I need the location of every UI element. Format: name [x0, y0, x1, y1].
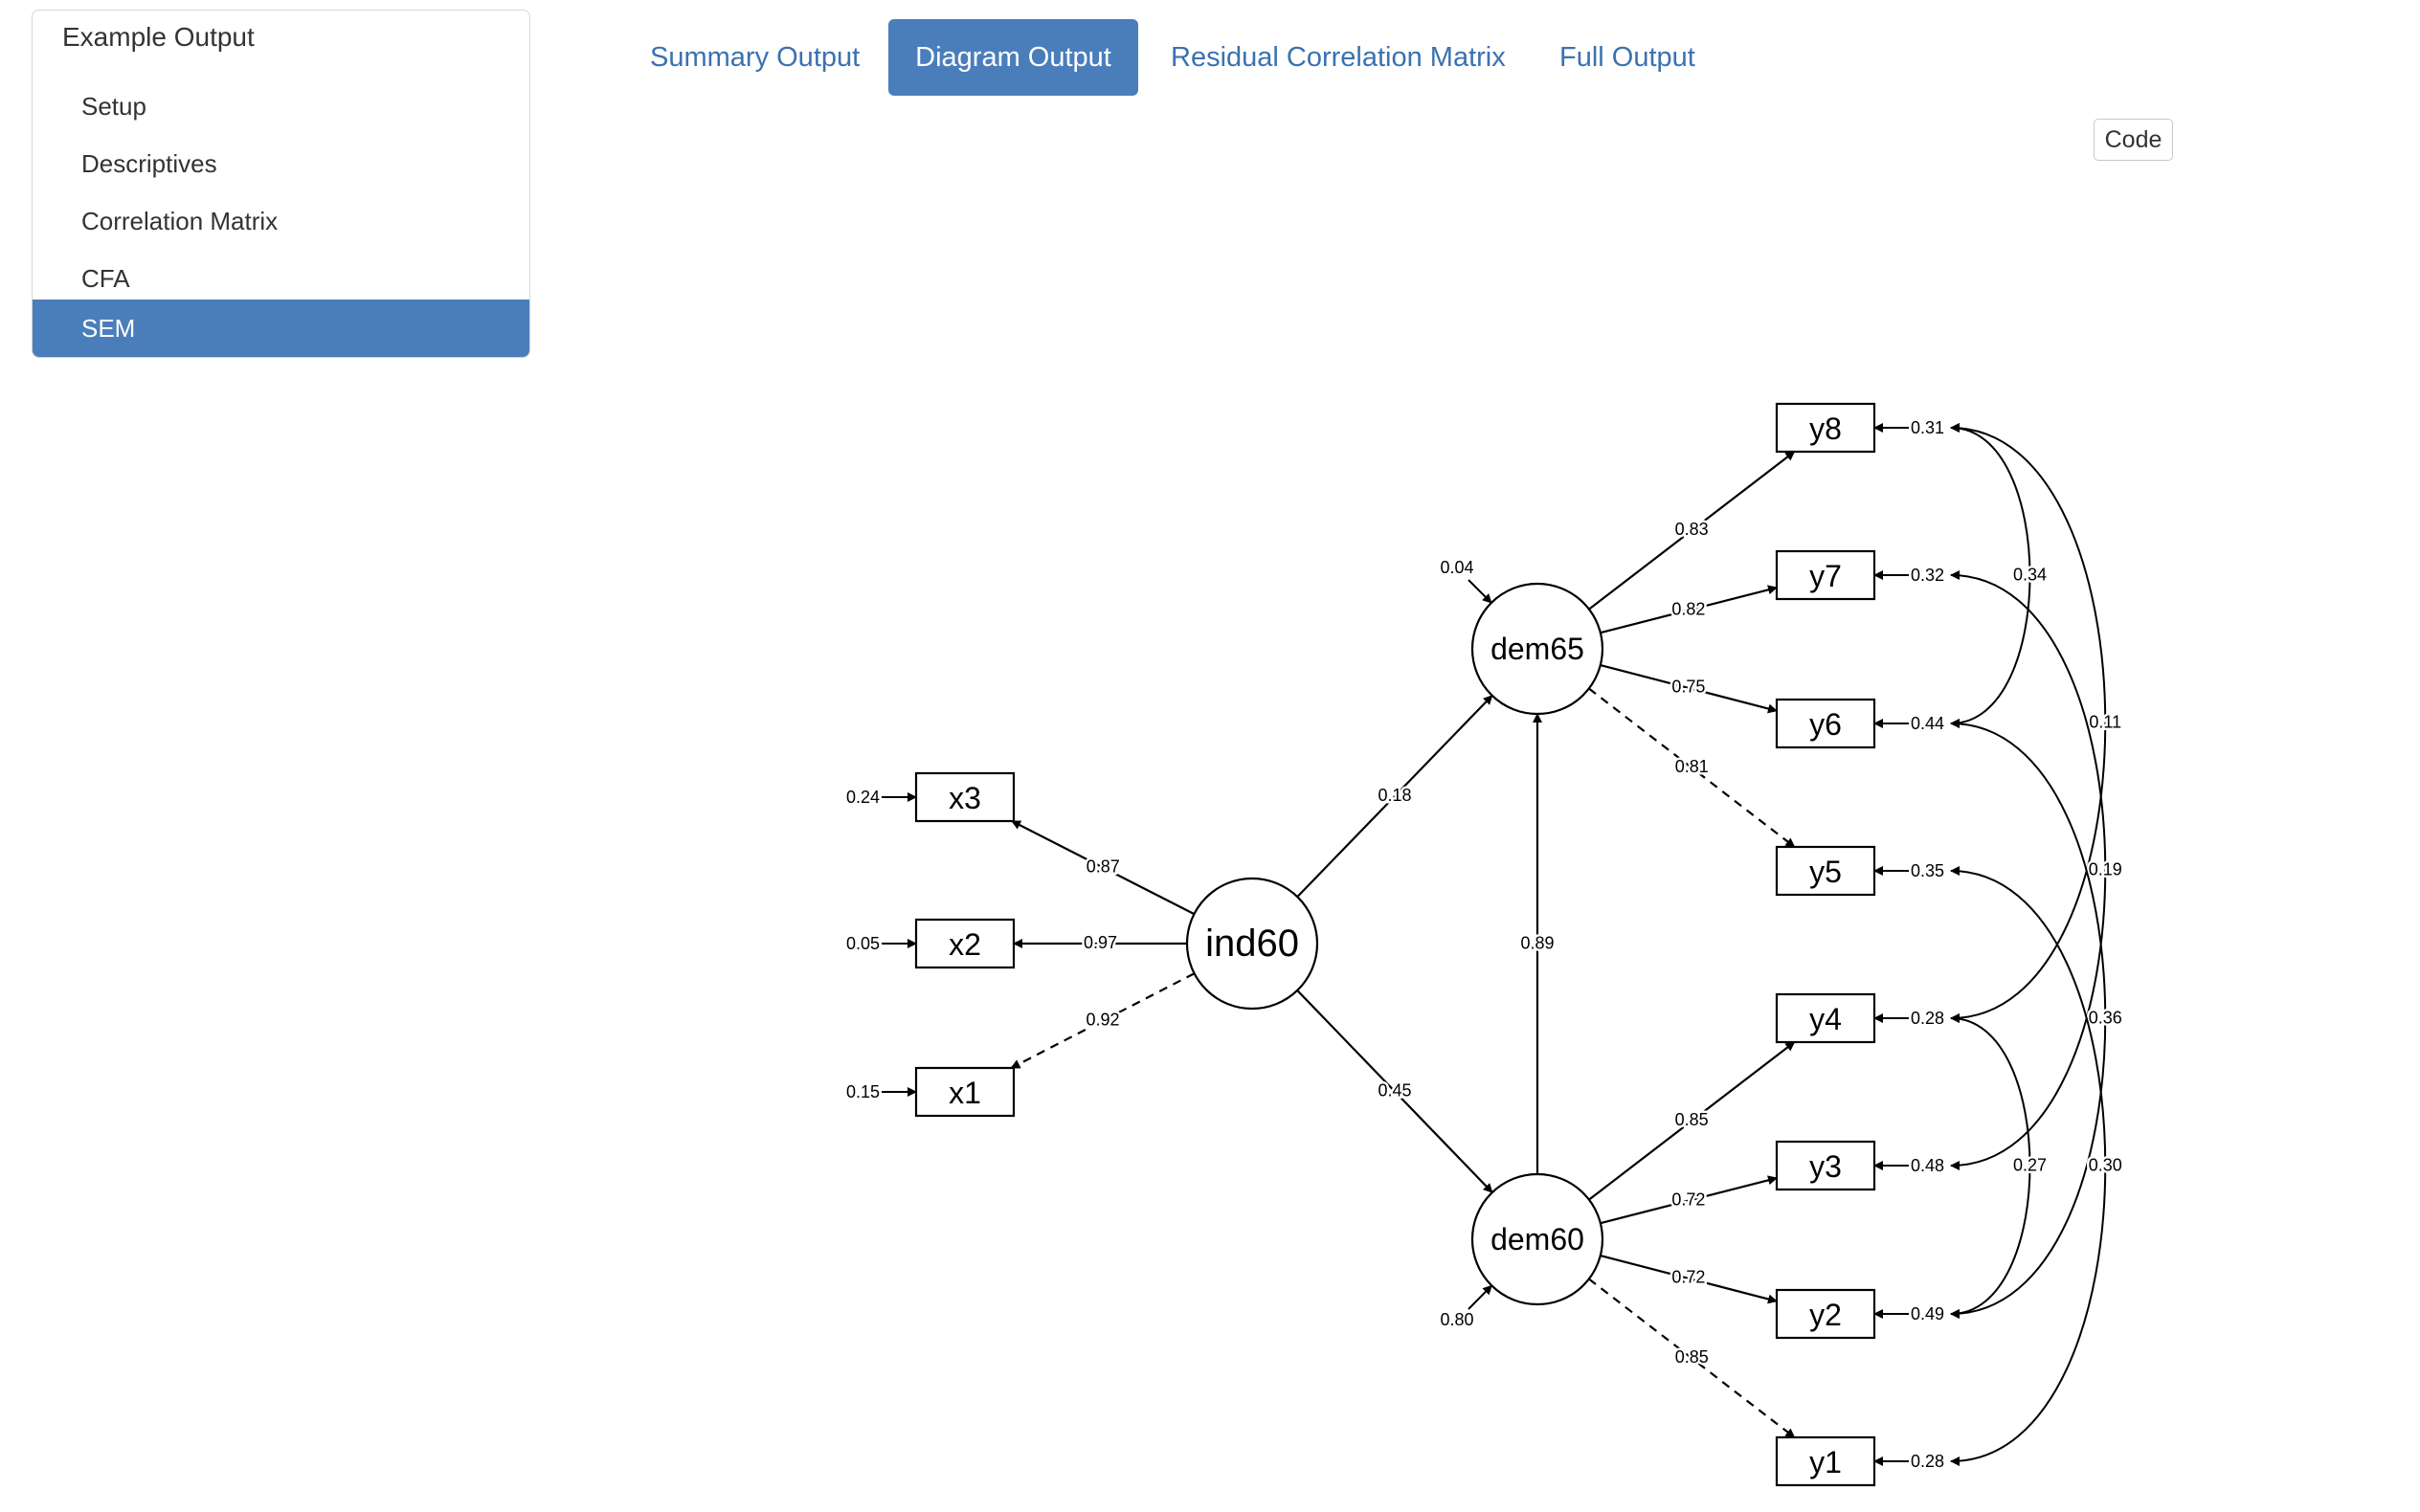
indicator-y3: [1775, 1140, 1876, 1191]
indicator-y8-label: y8: [1809, 411, 1842, 446]
regression-ind60-dem60-label: 0.45: [1378, 1080, 1411, 1100]
toc-item-sem[interactable]: SEM: [33, 300, 529, 357]
indicator-y2: [1775, 1288, 1876, 1340]
tab-summary-output[interactable]: Summary Output: [650, 42, 861, 73]
covariance-y4-y2: [1950, 1013, 2031, 1319]
disturbance-dem60-arrow: [1468, 1284, 1492, 1310]
loading-dem60-y3-label: 0.72: [1671, 1190, 1705, 1209]
residual-x3-label: 0.24: [846, 788, 880, 807]
residual-y7-label: 0.32: [1911, 566, 1944, 585]
covariance-y8-y6-label: 0.34: [2013, 565, 2047, 584]
loading-dem60-y4-label: 0.85: [1675, 1110, 1709, 1129]
indicator-x3-label: x3: [949, 781, 981, 815]
loading-dem65-y6-arrow: [1600, 663, 1778, 714]
residual-y1-label: 0.28: [1911, 1452, 1944, 1471]
loading-dem60-y1-arrow: [1588, 1278, 1796, 1438]
covariance-y8-y4-label: 0.11: [2089, 712, 2121, 731]
tab-diagram-output[interactable]: Diagram Output: [888, 19, 1138, 96]
loading-dem60-y4-arrow: [1588, 1041, 1796, 1201]
loading-dem65-y8-arrow: [1588, 451, 1796, 611]
loading-dem65-y7-label: 0.82: [1671, 599, 1705, 618]
disturbance-dem60-label: 0.80: [1440, 1310, 1473, 1329]
regression-ind60-dem65-arrow: [1296, 695, 1493, 898]
tab-full-output[interactable]: Full Output: [1559, 42, 1695, 73]
residual-x1-label: 0.15: [846, 1082, 880, 1101]
indicator-y7: [1775, 549, 1876, 601]
latent-dem60-label: dem60: [1490, 1222, 1584, 1256]
indicator-y2-label: y2: [1809, 1298, 1842, 1332]
toc-item-descriptives[interactable]: Descriptives: [81, 149, 217, 178]
covariance-y5-y1-label: 0.30: [2089, 1155, 2122, 1174]
loading-dem65-y8-label: 0.83: [1675, 520, 1709, 539]
covariance-y8-y6: [1950, 423, 2031, 728]
indicator-y3-label: y3: [1809, 1149, 1842, 1184]
indicator-y7-label: y7: [1809, 559, 1842, 593]
toc-title[interactable]: Example Output: [62, 22, 255, 52]
indicator-x1-label: x1: [949, 1076, 981, 1110]
latent-dem65-label: dem65: [1490, 632, 1584, 666]
covariance-y7-y3-label: 0.19: [2089, 859, 2122, 878]
loading-ind60-x1-label: 0.92: [1086, 1010, 1119, 1029]
residual-y4-label: 0.28: [1911, 1009, 1944, 1028]
latent-ind60: [1185, 877, 1319, 1011]
indicator-x2: [914, 918, 1016, 969]
loading-dem60-y2-label: 0.72: [1671, 1268, 1705, 1287]
loading-dem65-y7-arrow: [1600, 585, 1778, 634]
residual-y2-label: 0.49: [1911, 1304, 1944, 1323]
loading-dem65-y5-arrow: [1588, 687, 1796, 848]
covariance-y6-y2-label: 0.36: [2089, 1008, 2122, 1027]
loading-ind60-x3-arrow: [1011, 820, 1195, 916]
loading-ind60-x3-label: 0.87: [1087, 856, 1120, 876]
loading-dem65-y5-label: 0.81: [1675, 757, 1709, 776]
latent-ind60-label: ind60: [1205, 923, 1299, 965]
latent-dem65: [1470, 582, 1604, 716]
residual-y5-label: 0.35: [1911, 861, 1944, 880]
residual-y6-label: 0.44: [1911, 714, 1944, 733]
toc-item-setup[interactable]: Setup: [81, 92, 146, 121]
indicator-x2-label: x2: [949, 927, 981, 962]
residual-x2-label: 0.05: [846, 934, 880, 953]
loading-dem60-y3-arrow: [1600, 1175, 1778, 1225]
disturbance-dem65-label: 0.04: [1440, 558, 1473, 577]
latent-dem60: [1470, 1172, 1604, 1306]
indicator-y1-label: y1: [1809, 1445, 1842, 1479]
indicator-y4-label: y4: [1809, 1002, 1842, 1036]
regression-ind60-dem65-label: 0.18: [1378, 786, 1411, 805]
loading-dem60-y2-arrow: [1600, 1254, 1778, 1304]
covariance-y5-y1: [1950, 866, 2107, 1466]
indicator-x1: [914, 1066, 1016, 1118]
toc-item-cfa[interactable]: CFA: [81, 264, 130, 293]
loading-dem65-y6-label: 0.75: [1671, 678, 1705, 697]
loading-ind60-x1-arrow: [1010, 972, 1196, 1069]
regression-ind60-dem60-arrow: [1296, 989, 1493, 1193]
indicator-y6-label: y6: [1809, 707, 1842, 742]
loading-ind60-x2-label: 0.97: [1084, 933, 1117, 952]
covariance-y7-y3: [1950, 570, 2107, 1170]
code-button[interactable]: Code: [2094, 119, 2173, 161]
covariance-y4-y2-label: 0.27: [2013, 1155, 2047, 1174]
toc-item-correlation-matrix[interactable]: Correlation Matrix: [81, 207, 279, 235]
tab-residual-correlation-matrix[interactable]: Residual Correlation Matrix: [1171, 42, 1506, 73]
indicator-y5-label: y5: [1809, 855, 1842, 889]
covariance-y6-y2: [1950, 719, 2107, 1319]
residual-y8-label: 0.31: [1911, 418, 1944, 437]
residual-y3-label: 0.48: [1911, 1156, 1944, 1175]
covariance-y8-y4: [1950, 423, 2107, 1023]
table-of-contents: Example Output Setup Descriptives Correl…: [32, 10, 530, 358]
indicator-y8: [1775, 402, 1876, 454]
disturbance-dem65-arrow: [1468, 579, 1492, 604]
indicator-y5: [1775, 845, 1876, 897]
regression-dem60-dem65-label: 0.89: [1520, 933, 1554, 952]
indicator-x3: [914, 771, 1016, 823]
loading-dem60-y1-label: 0.85: [1675, 1347, 1709, 1367]
